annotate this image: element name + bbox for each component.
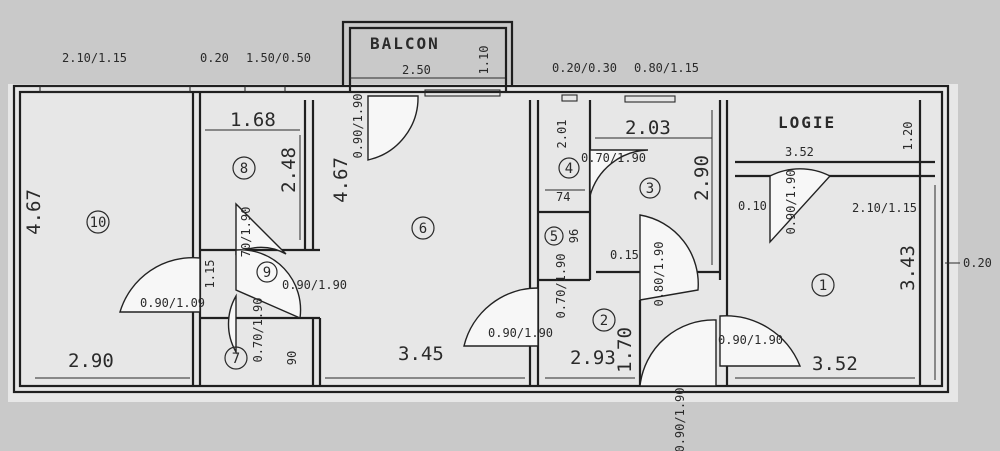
dim-label: 0.70/1.90	[581, 151, 646, 165]
dim-label: 74	[556, 190, 570, 204]
dim-label: 2.10/1.15	[62, 51, 127, 65]
dim-label: 1.15	[203, 260, 217, 289]
door-swing-room7	[227, 293, 237, 355]
room-number-4: 4	[565, 161, 573, 177]
door-swing-logie	[769, 168, 832, 244]
dimension-lines	[35, 77, 960, 380]
dim-label: 3.52	[812, 353, 858, 375]
dim-label: 2.90	[68, 350, 114, 372]
dim-label: 90	[285, 351, 299, 365]
dim-label: 4.67	[23, 189, 45, 235]
dim-label: 1.70	[614, 327, 636, 373]
dim-label: 3.45	[398, 343, 444, 365]
dim-label: 0.90/1.90	[488, 326, 553, 340]
dim-label: 0.90/1.90	[784, 169, 798, 234]
dim-label: 1.68	[230, 109, 276, 131]
dim-label: 4.67	[330, 157, 352, 203]
door-swing-room3	[639, 214, 699, 301]
dim-label: 1.50/0.50	[246, 51, 311, 65]
room-number-2: 2	[600, 313, 608, 329]
dim-label: 0.20	[963, 256, 992, 270]
dim-label: 0.80/1.15	[634, 61, 699, 75]
room-number-8: 8	[240, 161, 248, 177]
room-number-5: 5	[550, 229, 558, 245]
door-swing-hall	[119, 256, 201, 313]
room-number-3: 3	[646, 181, 654, 197]
windows	[39, 85, 676, 103]
door-swing-room9	[235, 249, 302, 320]
dim-label: 0.15	[610, 248, 639, 262]
door-swing-room4	[589, 149, 649, 197]
room-number-6: 6	[419, 221, 427, 237]
interior-walls	[191, 92, 935, 386]
dim-label: 2.50	[402, 63, 431, 77]
dim-label: 0.10	[738, 199, 767, 213]
plan-sheet	[8, 84, 958, 402]
room-number-circles	[86, 156, 835, 370]
dim-label: 2.93	[570, 347, 616, 369]
dim-label: 0.70/1.90	[251, 297, 265, 362]
logie-title: LOGIE	[778, 113, 836, 132]
dim-label: 2.90	[691, 155, 713, 201]
dim-label: 70/1.90	[239, 207, 253, 258]
dim-label: 0.90/1.90	[351, 93, 365, 158]
dim-label: 2.01	[555, 120, 569, 149]
door-swing-room2	[463, 287, 539, 347]
room-number-7: 7	[232, 351, 240, 367]
dim-label: 0.90/1.09	[140, 296, 205, 310]
dim-label: 3.43	[897, 245, 919, 291]
dim-label: 0.90/1.90	[673, 387, 687, 451]
dim-label: 1.10	[477, 46, 491, 75]
dim-label: 2.48	[278, 147, 300, 193]
dim-label: 0.90/1.90	[718, 333, 783, 347]
dim-label: 0.20/0.30	[552, 61, 617, 75]
dim-label: 96	[567, 229, 581, 243]
door-swing-entry	[639, 319, 717, 387]
dim-label: 0.20	[200, 51, 229, 65]
door-swing-room1	[719, 315, 802, 367]
door-swing-balcon	[367, 95, 419, 161]
dim-label: 2.03	[625, 117, 671, 139]
room-number-10: 10	[90, 215, 107, 231]
dim-label: 2.10/1.15	[852, 201, 917, 215]
doors	[119, 95, 832, 387]
outer-walls	[12, 20, 950, 394]
room-number-1: 1	[819, 278, 827, 294]
dim-label: 0.90/1.90	[282, 278, 347, 292]
balcon-title: BALCON	[370, 34, 440, 53]
dim-label: 3.52	[785, 145, 814, 159]
dim-label: 1.20	[901, 122, 915, 151]
room-number-9: 9	[263, 265, 271, 281]
dim-label: 0.70/1.90	[554, 253, 568, 318]
dim-label: 0.80/1.90	[652, 241, 666, 306]
